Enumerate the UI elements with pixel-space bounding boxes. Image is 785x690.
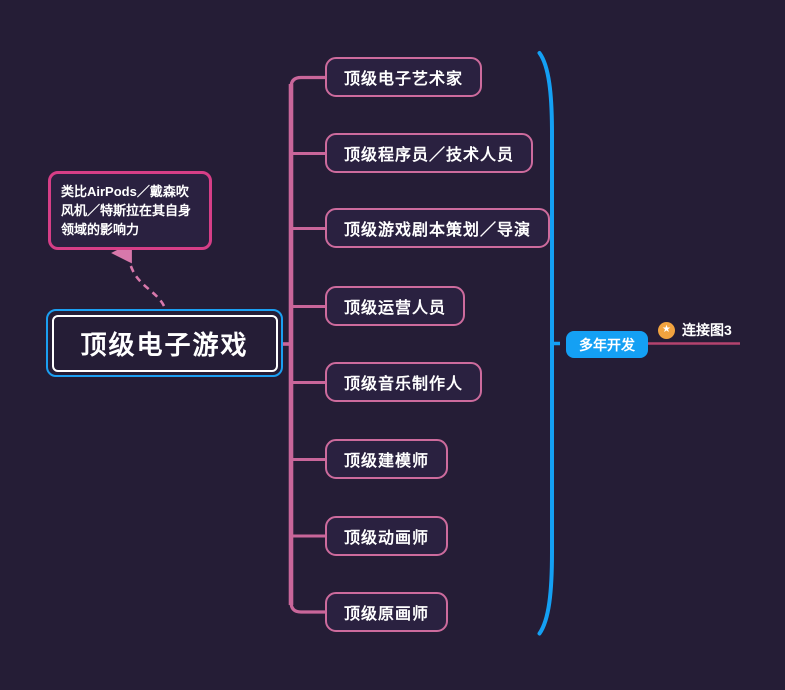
branch-trunk-connector — [289, 75, 325, 614]
branch-label: 顶级电子艺术家 — [344, 71, 464, 88]
main-topic-inner: 顶级电子游戏 — [51, 314, 278, 372]
summary-brace — [537, 51, 554, 636]
link-label: 连接图3 — [682, 322, 732, 338]
branch-topic-programmer[interactable]: 顶级程序员／技术人员 — [325, 133, 534, 173]
main-topic[interactable]: 顶级电子游戏 — [46, 309, 283, 377]
branch-topic-animator[interactable]: 顶级动画师 — [325, 516, 449, 556]
callout-text: 类比AirPods／戴森吹风机／特斯拉在其自身领域的影响力 — [61, 184, 192, 237]
branch-topic-music-producer[interactable]: 顶级音乐制作人 — [325, 362, 483, 402]
branch-label: 顶级程序员／技术人员 — [344, 147, 515, 164]
callout-note[interactable]: 类比AirPods／戴森吹风机／特斯拉在其自身领域的影响力 — [48, 171, 212, 250]
branch-label: 顶级游戏剧本策划／导演 — [344, 222, 532, 239]
branch-label: 顶级运营人员 — [344, 300, 447, 317]
branch-topic-operations[interactable]: 顶级运营人员 — [325, 286, 466, 326]
main-topic-label: 顶级电子游戏 — [80, 329, 249, 360]
sheet-link[interactable]: ★ 连接图3 — [658, 320, 732, 340]
branch-label: 顶级动画师 — [344, 530, 430, 547]
branch-topic-electronic-artist[interactable]: 顶级电子艺术家 — [325, 57, 483, 97]
callout-arrow — [111, 242, 166, 307]
star-icon: ★ — [658, 321, 675, 339]
branch-label: 顶级音乐制作人 — [344, 376, 464, 393]
branch-label: 顶级原画师 — [344, 606, 430, 623]
summary-topic[interactable]: 多年开发 — [566, 331, 648, 358]
summary-label: 多年开发 — [579, 336, 635, 353]
branch-topic-concept-artist[interactable]: 顶级原画师 — [325, 592, 449, 632]
branch-topic-modeler[interactable]: 顶级建模师 — [325, 439, 449, 479]
branch-label: 顶级建模师 — [344, 453, 430, 470]
branch-topic-script-director[interactable]: 顶级游戏剧本策划／导演 — [325, 208, 551, 248]
